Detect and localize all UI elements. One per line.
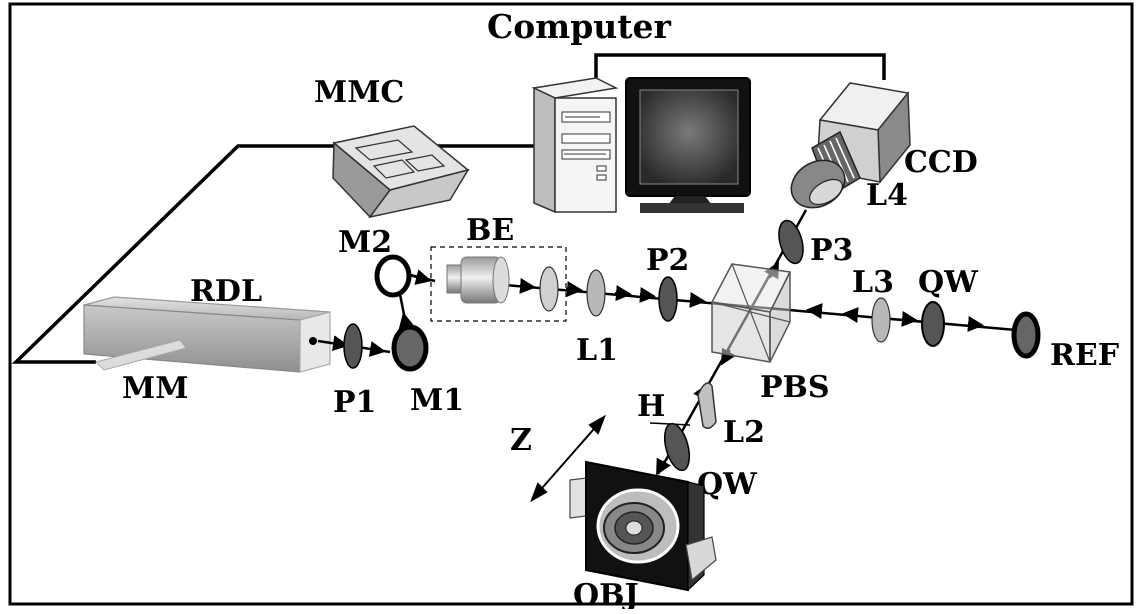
computer-label: Computer — [487, 7, 671, 46]
m1-label: M1 — [410, 383, 464, 418]
mmc-controller — [332, 125, 470, 219]
beam-arrows — [331, 226, 984, 476]
beam-expander — [430, 246, 567, 322]
computer-tower — [531, 77, 619, 214]
h-label: H — [637, 389, 665, 424]
obj-label: OBJ — [573, 578, 639, 609]
z-axis-arrow — [530, 414, 606, 503]
qw-ref-label: QW — [918, 265, 979, 300]
lens-l3 — [871, 297, 891, 343]
z-label: Z — [510, 423, 532, 458]
ref-label: REF — [1050, 338, 1119, 373]
quarter-wave-plate-ref — [921, 301, 945, 347]
reference-mirror — [1011, 311, 1041, 359]
m2-label: M2 — [338, 225, 392, 260]
ccd-camera — [790, 82, 911, 209]
l3-label: L3 — [852, 265, 894, 300]
pbs-label: PBS — [760, 370, 830, 405]
be-label: BE — [466, 213, 514, 248]
ccd-cable — [594, 53, 886, 80]
l4-label: L4 — [866, 178, 908, 213]
mmc-label: MMC — [314, 75, 404, 110]
rdl-label: RDL — [190, 274, 262, 309]
ccd-label: CCD — [904, 145, 978, 180]
sample-object — [569, 460, 717, 592]
mirror-m1 — [391, 324, 429, 372]
computer-monitor — [625, 77, 751, 213]
mirror-m2 — [374, 254, 412, 298]
polarizer-p2 — [658, 276, 678, 322]
lens-l1 — [586, 269, 606, 317]
polarizing-beam-splitter — [710, 263, 792, 363]
polarizer-p3 — [778, 219, 804, 265]
polarizer-p1 — [343, 323, 363, 369]
diagram-frame — [8, 2, 1134, 606]
qw-obj-label: QW — [697, 467, 758, 502]
p1-label: P1 — [333, 385, 376, 420]
lens-l2 — [697, 382, 717, 429]
p2-label: P2 — [646, 243, 689, 278]
l2-label: L2 — [723, 415, 765, 450]
rdl-laser — [83, 296, 331, 373]
p3-label: P3 — [810, 233, 853, 268]
quarter-wave-plate-obj — [663, 422, 691, 472]
mm-label: MM — [122, 371, 188, 406]
l1-label: L1 — [576, 333, 618, 368]
